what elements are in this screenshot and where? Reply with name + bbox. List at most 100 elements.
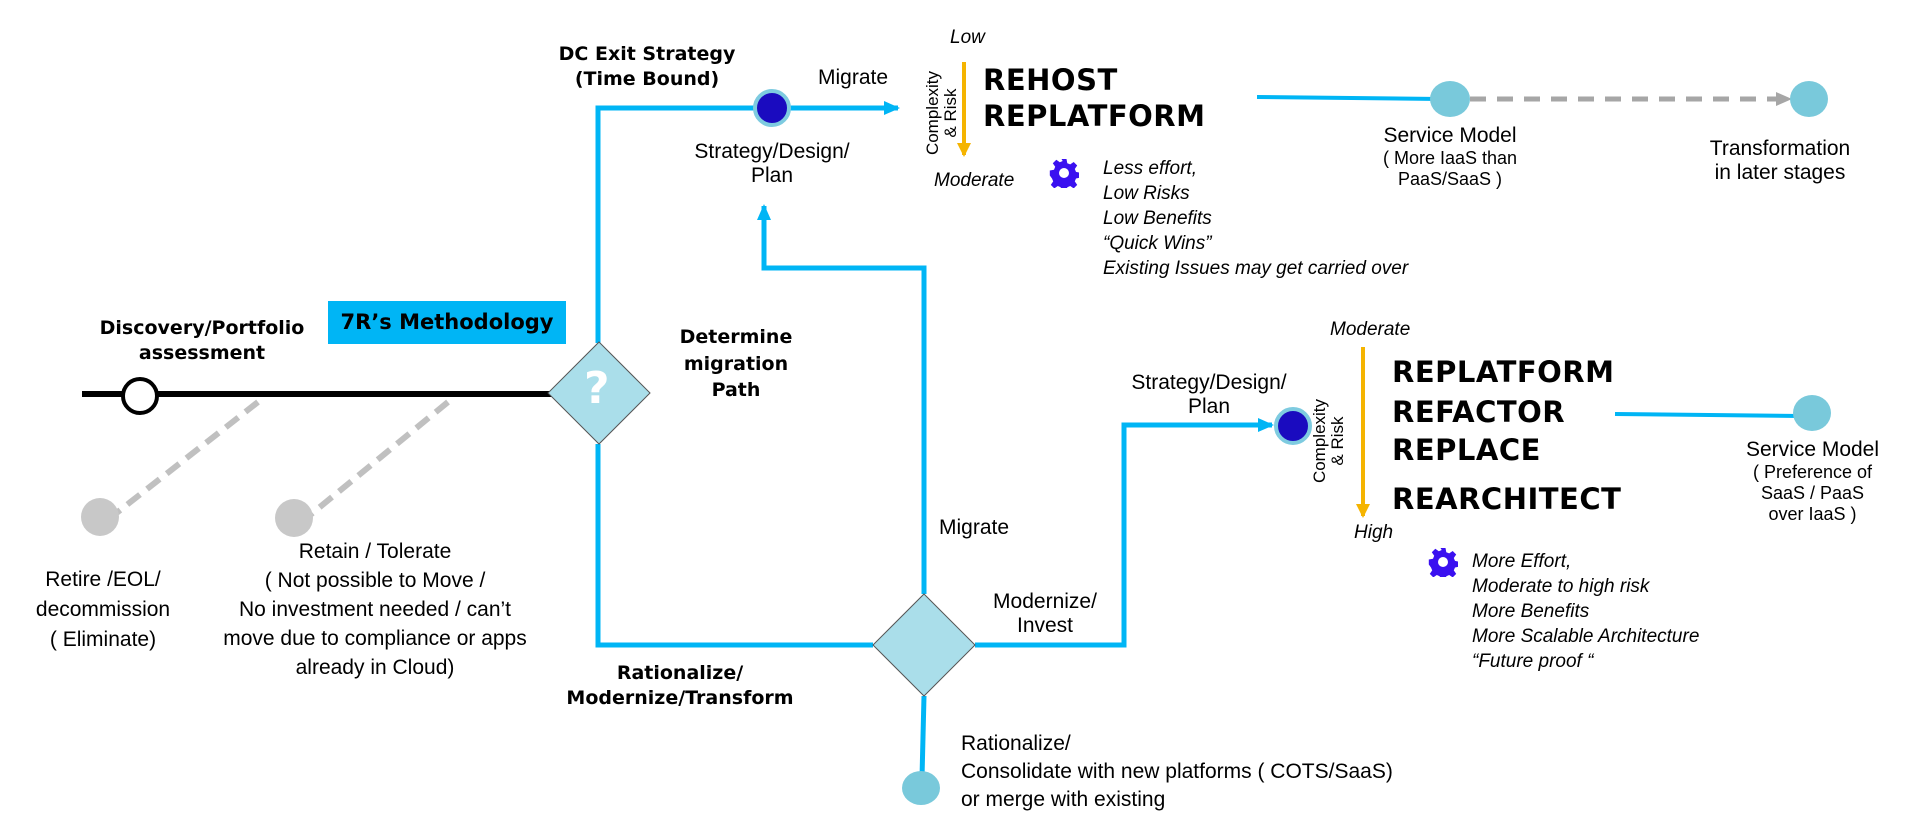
scale-start-top: Low [950,27,985,48]
strategy-replatform: REPLATFORM [983,99,1206,133]
strategy-line: Plan [1187,395,1231,419]
note-line: “Future proof “ [1472,651,1594,672]
complexity-line: & Risk [1327,416,1347,466]
rationalize-consolidate-label: Rationalize/ Consolidate with new platfo… [961,730,1393,814]
transformation-line: in later stages [1714,161,1846,185]
strategy-replatform-bottom: REPLATFORM [1392,355,1615,389]
retain-label: Retain / Tolerate ( Not possible to Move… [195,537,555,682]
strategy-node-bottom [1274,407,1312,445]
discovery-start-node [121,377,159,415]
service-model-line: PaaS/SaaS ) [1397,168,1503,189]
determine-path-line: migration [683,352,789,375]
service-model-title: Service Model [1745,438,1880,461]
strategy-line: Plan [750,164,794,188]
retain-line: already in Cloud) [295,656,455,679]
retire-line: decommission [35,598,171,621]
strategy-rearchitect: REARCHITECT [1392,482,1622,516]
migrate-label-top: Migrate [818,66,889,89]
rationalize-branch-line: Modernize/Transform [566,686,794,709]
service-model-line-bottom [1614,412,1801,418]
note-line: More Scalable Architecture [1472,626,1700,647]
methodology-badge: 7R’s Methodology [328,301,566,344]
strategy-rehost: REHOST [983,63,1118,97]
question-mark-icon: ? [584,363,610,414]
transformation-line: Transformation [1709,137,1851,160]
discovery-label-line: assessment [138,341,266,364]
consolidate-line: Consolidate with new platforms ( COTS/Sa… [961,760,1393,783]
retain-endpoint [275,499,313,537]
modernize-path [975,418,1274,648]
strategy-replace: REPLACE [1392,433,1541,467]
discovery-label: Discovery/Portfolio assessment [88,316,316,365]
decision-diamond-modernize[interactable] [872,593,976,697]
strategy-node-top [753,89,791,127]
strategy-line: Strategy/Design/ [1131,371,1287,394]
scale-end-bottom: High [1354,522,1394,543]
consolidate-path [919,695,927,779]
methodology-badge-label: 7R’s Methodology [340,309,554,334]
note-line: Existing Issues may get carried over [1103,258,1409,279]
dc-exit-path [595,101,900,343]
consolidate-line: Rationalize/ [961,732,1071,755]
scale-start-bottom: Moderate [1330,319,1411,340]
consolidate-line: or merge with existing [961,788,1166,811]
decision-diamond-migration-path[interactable] [547,341,651,445]
determine-path-line: Determine [679,326,793,348]
note-line: Moderate to high risk [1472,576,1650,597]
retire-label: Retire /EOL/ decommission ( Eliminate) [18,565,188,655]
bottom-notes: More Effort, Moderate to high risk More … [1472,549,1699,674]
note-line: Less effort, [1103,158,1197,179]
service-model-bottom-label: Service Model ( Preference of SaaS / Paa… [1720,438,1905,524]
retire-dashed-connector [103,399,260,525]
service-model-node-top [1430,81,1470,117]
scale-end-top: Moderate [934,170,1015,191]
dc-exit-line: (Time Bound) [574,67,720,90]
service-model-node-bottom [1793,395,1831,431]
service-model-top-label: Service Model ( More IaaS than PaaS/SaaS… [1355,124,1545,190]
dc-exit-line: DC Exit Strategy [558,43,736,65]
service-model-line-top [1256,95,1441,101]
retain-line: Retain / Tolerate [298,540,452,563]
modernize-invest-label: Modernize/ Invest [970,590,1120,638]
retire-line: ( Eliminate) [49,628,157,651]
gear-icon [1049,159,1079,188]
modernize-line: Modernize/ [993,590,1097,613]
note-line: “Quick Wins” [1103,233,1212,254]
note-line: More Effort, [1472,551,1572,572]
consolidate-endpoint [902,771,940,805]
retain-line: No investment needed / can’t [239,598,511,621]
strategy-design-plan-bottom: Strategy/Design/ Plan [1099,371,1319,419]
service-model-line: ( Preference of [1752,462,1873,483]
retain-line: move due to compliance or apps [223,627,527,650]
discovery-label-line: Discovery/Portfolio [99,317,305,339]
modernize-line: Invest [1016,614,1074,638]
service-model-line: over IaaS ) [1768,503,1857,524]
retire-endpoint [81,498,119,536]
retain-dashed-connector [296,399,450,528]
migrate-label-bottom: Migrate [939,516,1010,539]
retain-line: ( Not possible to Move / [264,569,486,592]
complexity-line: Complexity [923,70,942,156]
complexity-line: Complexity [1310,398,1329,484]
complexity-risk-label-top: Complexity & Risk [923,58,966,168]
gear-icon [1428,548,1458,577]
service-model-line: ( More IaaS than [1382,148,1518,169]
complexity-risk-label-bottom: Complexity & Risk [1310,381,1353,501]
top-notes: Less effort, Low Risks Low Benefits “Qui… [1103,156,1408,281]
strategy-refactor: REFACTOR [1392,395,1566,429]
note-line: More Benefits [1472,601,1590,622]
top-strategies-list: REHOST REPLATFORM [983,62,1206,134]
complexity-line: & Risk [940,88,960,138]
migrate-back-path [757,204,927,594]
service-model-line: SaaS / PaaS [1760,482,1865,503]
strategy-design-plan-top: Strategy/Design/ Plan [662,140,882,188]
retire-line: Retire /EOL/ [45,568,161,591]
rationalize-branch-line: Rationalize/ [616,662,744,684]
rationalize-branch-label: Rationalize/ Modernize/Transform [540,661,820,710]
transformation-label: Transformation in later stages [1685,137,1875,185]
note-line: Low Risks [1103,183,1190,204]
service-model-title: Service Model [1383,124,1517,147]
transformation-node [1790,81,1828,117]
note-line: Low Benefits [1103,208,1212,229]
